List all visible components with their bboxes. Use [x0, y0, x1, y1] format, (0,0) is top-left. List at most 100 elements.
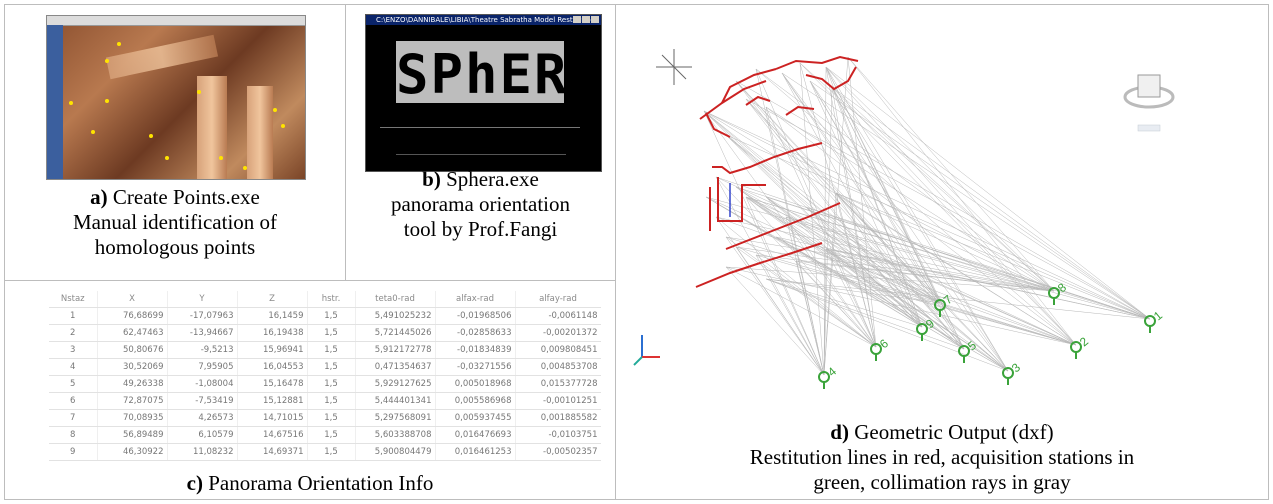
collimation-ray: [825, 66, 965, 350]
collimation-ray: [745, 196, 941, 304]
table-cell: 2: [49, 324, 98, 342]
homologous-point: [197, 90, 201, 94]
col-header: teta0-rad: [355, 291, 436, 308]
restitution-line: [745, 95, 771, 106]
table-cell: 15,96941: [237, 341, 308, 359]
collimation-ray: [735, 80, 923, 328]
homologous-point: [165, 156, 169, 160]
table-cell: 6: [49, 392, 98, 410]
collimation-ray: [775, 236, 923, 328]
station-label: 2: [1077, 334, 1091, 349]
collimation-ray: [847, 56, 1055, 292]
table-cell: 5: [49, 375, 98, 393]
sphera-console-screenshot: C:\ENZO\DANNIBALE\LIBIA\Theatre Sabratha…: [365, 14, 602, 172]
homologous-point: [281, 124, 285, 128]
create-points-screenshot: [46, 15, 306, 180]
collimation-ray: [831, 86, 1151, 320]
table-cell: -0,0103751: [515, 426, 601, 444]
close-icon[interactable]: [591, 16, 599, 23]
table-cell: 5,491025232: [355, 307, 436, 325]
collimation-ray: [765, 196, 1009, 372]
collimation-ray: [725, 236, 877, 348]
table-cell: 1: [49, 307, 98, 325]
collimation-ray: [831, 86, 941, 304]
panel-d-line3: green, collimation rays in gray: [813, 470, 1071, 494]
table-cell: 7: [49, 409, 98, 427]
collimation-ray: [835, 192, 941, 304]
collimation-ray: [765, 196, 1151, 320]
collimation-ray: [765, 196, 923, 328]
col-header: alfax-rad: [435, 291, 516, 308]
collimation-ray: [765, 106, 825, 376]
table-cell: -0,00101251: [515, 392, 601, 410]
console-text: [380, 115, 590, 155]
collimation-ray: [799, 62, 877, 348]
collimation-ray: [755, 68, 1077, 346]
table-cell: 1,5: [307, 392, 356, 410]
collimation-ray: [765, 278, 941, 304]
table-cell: 1,5: [307, 324, 356, 342]
table-cell: 1,5: [307, 307, 356, 325]
collimation-ray: [725, 266, 825, 376]
collimation-ray: [835, 192, 1077, 346]
collimation-ray: [735, 80, 941, 304]
table-cell: 72,87075: [97, 392, 168, 410]
collimation-ray: [725, 266, 877, 348]
homologous-point: [117, 42, 121, 46]
table-cell: 11,08232: [167, 443, 238, 461]
panel-d-caption: d) Geometric Output (dxf) Restitution li…: [616, 420, 1268, 495]
coordinate-axis: [673, 66, 687, 80]
collimation-ray: [755, 254, 1055, 292]
collimation-ray: [745, 98, 1151, 320]
collimation-ray: [775, 236, 941, 304]
table-cell: 1,5: [307, 426, 356, 444]
table-cell: 3: [49, 341, 98, 359]
table-cell: -0,00201372: [515, 324, 601, 342]
collimation-ray: [825, 66, 1009, 372]
restitution-line: [705, 112, 731, 138]
collimation-ray: [745, 196, 877, 348]
collimation-ray: [745, 196, 1055, 292]
collimation-ray: [735, 186, 923, 328]
collimation-ray: [703, 110, 923, 328]
table-cell: 0,015377728: [515, 375, 601, 393]
table-cell: 1,5: [307, 443, 356, 461]
panel-c: Nstaz X Y Z hstr. teta0-rad alfax-rad al…: [4, 280, 616, 500]
col-header: Z: [237, 291, 308, 308]
acquisition-station: [916, 323, 928, 335]
table-cell: 4: [49, 358, 98, 376]
collimation-ray: [715, 216, 877, 348]
station-label: 4: [825, 364, 839, 379]
collimation-ray: [823, 248, 827, 376]
minimize-icon[interactable]: [573, 16, 581, 23]
collimation-ray: [795, 260, 825, 376]
collimation-ray: [825, 248, 923, 328]
coordinate-axis: [661, 54, 675, 68]
panel-c-title: Panorama Orientation Info: [202, 471, 434, 495]
station-label: 1: [1151, 308, 1165, 323]
table-cell: 5,603388708: [355, 426, 436, 444]
console-title: C:\ENZO\DANNIBALE\LIBIA\Theatre Sabratha…: [376, 16, 596, 24]
collimation-ray: [831, 86, 1055, 292]
collimation-ray: [831, 86, 923, 328]
window-sidebar: [47, 25, 63, 179]
table-cell: 4,26573: [167, 409, 238, 427]
collimation-ray: [781, 72, 1009, 372]
collimation-ray: [805, 206, 941, 304]
table-cell: 0,016476693: [435, 426, 516, 444]
collimation-ray: [775, 236, 965, 350]
collimation-ray: [799, 62, 1055, 292]
collimation-ray: [755, 254, 825, 376]
collimation-ray: [755, 68, 825, 376]
table-cell: -17,07963: [167, 307, 238, 325]
maximize-icon[interactable]: [582, 16, 590, 23]
panel-c-caption: c) Panorama Orientation Info: [5, 471, 615, 496]
collimation-ray: [831, 86, 877, 348]
collimation-ray: [705, 196, 1151, 320]
panel-b: C:\ENZO\DANNIBALE\LIBIA\Theatre Sabratha…: [345, 4, 616, 281]
